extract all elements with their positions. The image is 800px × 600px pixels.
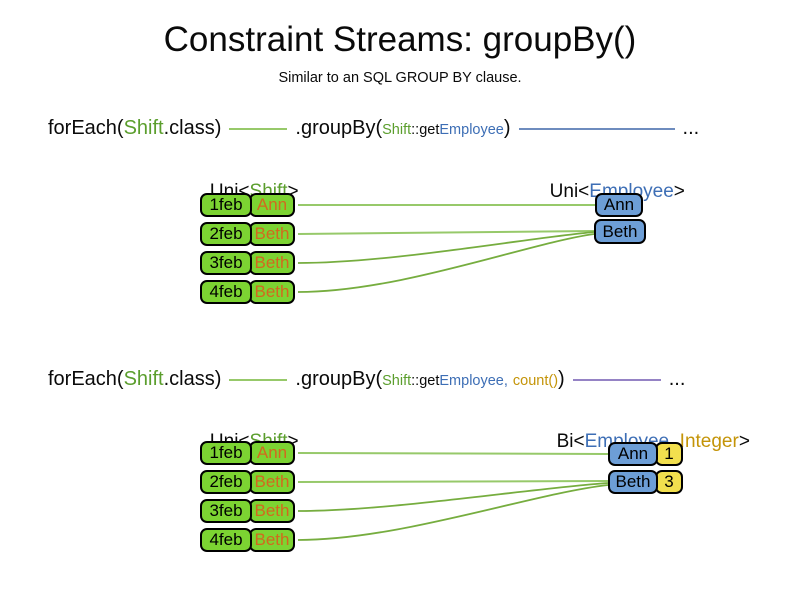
link2-shift2-beth xyxy=(297,480,609,483)
code-shift-class: Shift xyxy=(123,117,164,139)
code-foreach: forEach( xyxy=(48,368,124,390)
green-connector-line xyxy=(229,378,288,381)
table-row: 1feb Ann xyxy=(200,193,295,217)
link-shift4-beth xyxy=(297,233,595,293)
code-param-shift: Shift xyxy=(382,122,412,138)
header-post: > xyxy=(287,181,299,202)
code-groupby: .groupBy( xyxy=(295,117,383,139)
blue-connector-line xyxy=(518,127,675,130)
table-row: 3feb Beth xyxy=(200,499,295,523)
bi-employee-integer-header: Bi<Employee, Integer> xyxy=(538,409,758,453)
code-foreach: forEach( xyxy=(48,117,124,139)
code-param-employee: Employee, xyxy=(439,373,508,389)
code-class-close: .class) xyxy=(163,117,222,139)
employee-box-ann: Ann xyxy=(595,193,643,217)
shift-employee-cell: Beth xyxy=(249,222,295,246)
group-row-ann: Ann 1 xyxy=(608,442,683,466)
green-connector-line xyxy=(229,127,288,130)
shift-employee-cell: Beth xyxy=(249,251,295,275)
table-row: 4feb Beth xyxy=(200,528,295,552)
code-shift-class: Shift xyxy=(123,368,164,390)
shift-employee-cell: Beth xyxy=(249,528,295,552)
shift-date-cell: 3feb xyxy=(200,499,252,523)
header-type-integer: Integer xyxy=(679,431,739,452)
code-param-shift: Shift xyxy=(382,373,412,389)
count-box-ann: 1 xyxy=(655,442,683,466)
table-row: 1feb Ann xyxy=(200,441,295,465)
header-post: > xyxy=(673,181,685,202)
header-post: > xyxy=(287,431,299,452)
shift-employee-cell: Beth xyxy=(249,280,295,304)
table-row: 4feb Beth xyxy=(200,280,295,304)
purple-connector-line xyxy=(572,378,661,381)
shift-employee-cell: Beth xyxy=(249,470,295,494)
shift-date-cell: 2feb xyxy=(200,222,252,246)
code-ellipsis: ... xyxy=(682,117,700,139)
code-param-employee: Employee xyxy=(439,122,504,138)
header-post: > xyxy=(738,431,750,452)
code-close-paren: ) xyxy=(558,368,565,390)
code-line-1: forEach(Shift.class) .groupBy(Shift::get… xyxy=(48,117,699,140)
header-sep: , xyxy=(669,431,680,452)
shift-employee-cell: Beth xyxy=(249,499,295,523)
employee-box-beth: Beth xyxy=(608,470,658,494)
table-row: 2feb Beth xyxy=(200,222,295,246)
shift-date-cell: 1feb xyxy=(200,193,252,217)
link-shift3-beth xyxy=(297,231,595,264)
shift-employee-cell: Ann xyxy=(249,441,295,465)
link2-shift3-beth xyxy=(297,482,609,512)
shift-employee-cell: Ann xyxy=(249,193,295,217)
shift-date-cell: 3feb xyxy=(200,251,252,275)
link2-shift1-ann xyxy=(297,452,609,455)
link2-shift4-beth xyxy=(297,484,609,541)
group-row-beth: Beth 3 xyxy=(608,470,683,494)
code-param-getter: ::get xyxy=(411,122,440,138)
code-groupby: .groupBy( xyxy=(295,368,383,390)
shift-table-1: 1feb Ann 2feb Beth 3feb Beth 4feb Beth xyxy=(200,193,295,309)
code-ellipsis: ... xyxy=(668,368,686,390)
count-box-beth: 3 xyxy=(655,470,683,494)
code-line-2: forEach(Shift.class) .groupBy(Shift::get… xyxy=(48,368,685,391)
shift-date-cell: 4feb xyxy=(200,280,252,304)
employee-box-beth: Beth xyxy=(594,219,646,244)
page-title: Constraint Streams: groupBy() xyxy=(163,20,637,59)
code-close-paren: ) xyxy=(503,117,511,139)
shift-date-cell: 2feb xyxy=(200,470,252,494)
header-pre: Bi< xyxy=(556,431,585,452)
code-class-close: .class) xyxy=(163,368,222,390)
code-param-count: count() xyxy=(512,373,559,389)
table-row: 3feb Beth xyxy=(200,251,295,275)
link-shift2-beth xyxy=(297,230,595,235)
shift-date-cell: 1feb xyxy=(200,441,252,465)
shift-table-2: 1feb Ann 2feb Beth 3feb Beth 4feb Beth xyxy=(200,441,295,557)
code-param-getter: ::get xyxy=(411,373,440,389)
header-pre: Uni< xyxy=(549,181,590,202)
page-subtitle: Similar to an SQL GROUP BY clause. xyxy=(278,70,522,86)
employee-box-ann: Ann xyxy=(608,442,658,466)
shift-date-cell: 4feb xyxy=(200,528,252,552)
table-row: 2feb Beth xyxy=(200,470,295,494)
